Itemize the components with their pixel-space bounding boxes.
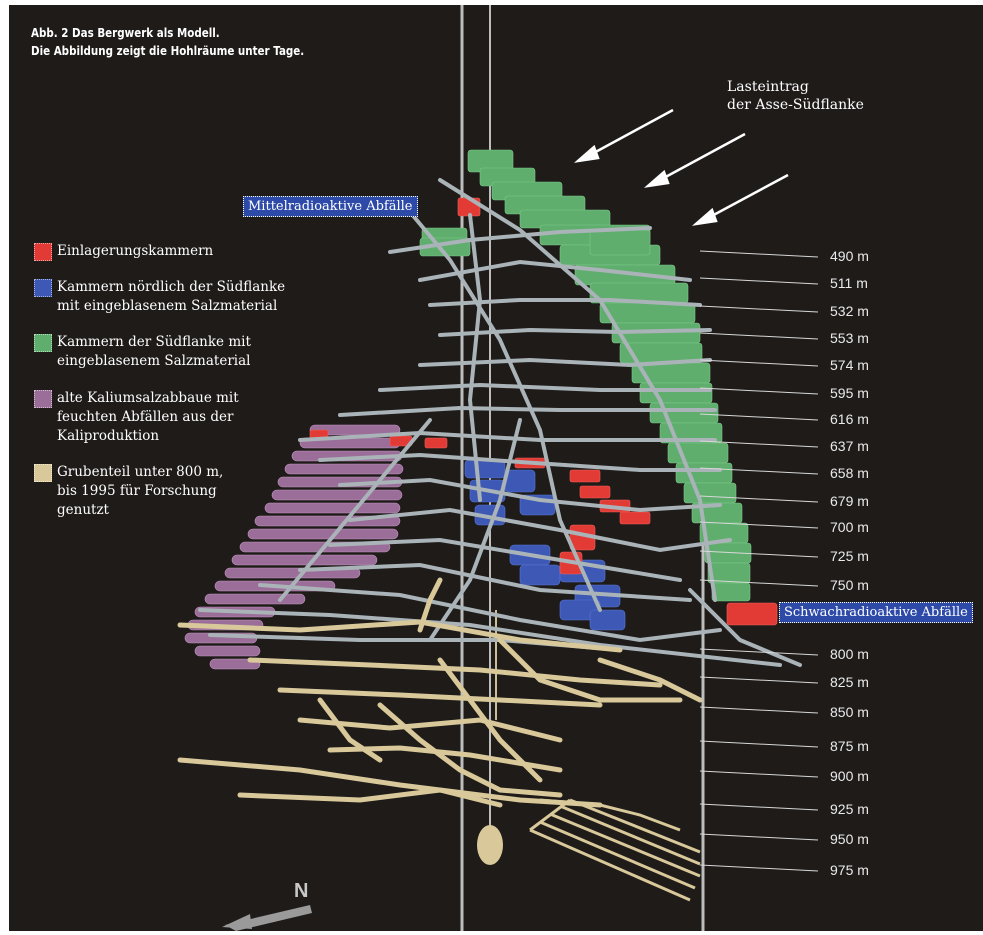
legend-item-potash-mining: alte Kaliumsalzabbaue mit feuchten Abfäl… — [34, 389, 239, 446]
depth-label: 658 m — [830, 465, 869, 481]
legend-label: alte Kaliumsalzabbaue mit feuchten Abfäl… — [57, 389, 239, 446]
depth-tick — [700, 333, 818, 339]
legend-label: Grubenteil unter 800 m, bis 1995 für For… — [57, 463, 223, 520]
depth-label: 553 m — [830, 330, 869, 346]
load-arrows — [578, 110, 788, 224]
depth-label: 700 m — [830, 519, 869, 535]
depth-label: 800 m — [830, 646, 869, 662]
depth-label: 900 m — [830, 768, 869, 784]
depth-tick — [700, 677, 818, 683]
load-label: Lasteintrag der Asse-Südflanke — [727, 78, 864, 114]
lower-ramp — [530, 800, 700, 900]
old-potash-chambers — [185, 425, 403, 669]
depth-label: 679 m — [830, 493, 869, 509]
depth-label: 925 m — [830, 801, 869, 817]
load-label-line1: Lasteintrag — [727, 78, 864, 96]
mine-model-figure: Abb. 2 Das Bergwerk als Modell. Die Abbi… — [9, 5, 983, 931]
legend-swatch-green — [34, 334, 52, 352]
depth-tick — [700, 388, 818, 394]
depth-tick — [700, 771, 818, 777]
legend-item-north-chambers: Kammern nördlich der Südflanke mit einge… — [34, 278, 285, 316]
depth-label: 750 m — [830, 577, 869, 593]
depth-label: 975 m — [830, 862, 869, 878]
depth-label: 825 m — [830, 674, 869, 690]
depth-tick — [700, 306, 818, 312]
legend-swatch-tan — [34, 464, 52, 482]
medium-radioactive-waste-label: Mittelradioaktive Abfälle — [243, 196, 418, 217]
depth-label: 532 m — [830, 303, 869, 319]
depth-label: 490 m — [830, 248, 869, 264]
figure-caption-line1: Abb. 2 Das Bergwerk als Modell. — [31, 26, 220, 40]
shaft-sump — [477, 825, 503, 865]
depth-label: 616 m — [830, 411, 869, 427]
depth-label: 595 m — [830, 385, 869, 401]
depth-tick — [700, 834, 818, 840]
depth-tick — [700, 804, 818, 810]
depth-label: 574 m — [830, 357, 869, 373]
depth-label: 850 m — [830, 704, 869, 720]
depth-label: 637 m — [830, 438, 869, 454]
load-label-line2: der Asse-Südflanke — [727, 96, 864, 114]
depth-tick — [700, 251, 818, 257]
legend-item-south-flank-chambers: Kammern der Südflanke mit eingeblasenem … — [34, 333, 251, 371]
depth-tick — [700, 278, 818, 284]
legend-label: Kammern der Südflanke mit eingeblasenem … — [57, 333, 251, 371]
depth-label: 950 m — [830, 831, 869, 847]
depth-label: 725 m — [830, 548, 869, 564]
depth-tick — [700, 707, 818, 713]
depth-tick — [700, 741, 818, 747]
north-arrow-icon — [222, 905, 312, 931]
depth-label: 511 m — [830, 275, 868, 291]
depth-tick — [700, 360, 818, 366]
legend-item-lower-mine: Grubenteil unter 800 m, bis 1995 für For… — [34, 463, 223, 520]
figure-caption-line2: Die Abbildung zeigt die Hohlräume unter … — [31, 44, 304, 58]
legend-label: Kammern nördlich der Südflanke mit einge… — [57, 278, 285, 316]
legend-swatch-blue — [34, 279, 52, 297]
north-label: N — [294, 880, 308, 903]
legend-swatch-red — [34, 243, 52, 261]
legend-item-disposal-chambers: Einlagerungskammern — [34, 242, 213, 261]
depth-label: 875 m — [830, 738, 869, 754]
legend-swatch-purple — [34, 390, 52, 408]
legend-label: Einlagerungskammern — [57, 242, 213, 261]
depth-tick — [700, 865, 818, 871]
low-radioactive-waste-label: Schwachradioaktive Abfälle — [779, 602, 973, 623]
